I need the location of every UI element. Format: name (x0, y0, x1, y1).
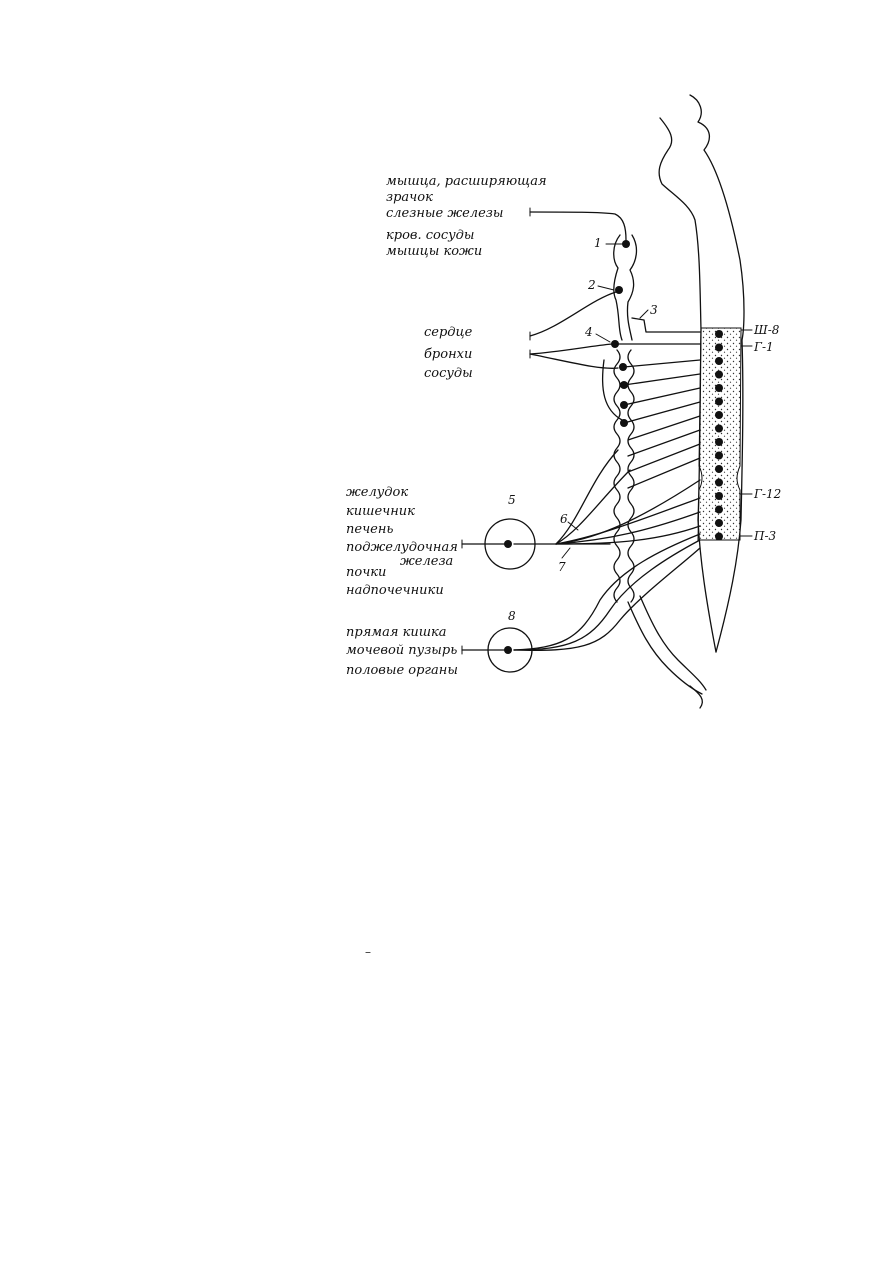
cord-segment-dot (715, 370, 723, 379)
organ-label: поджелудочная (346, 540, 458, 555)
cord-segment-dot (715, 519, 723, 527)
ganglion-number: 4 (584, 325, 593, 339)
preganglionic-fiber (623, 373, 701, 386)
ganglion-numbers: 1 2 3 4 5 6 7 8 (508, 236, 658, 623)
organ-label: сосуды (424, 366, 473, 381)
cord-segment-dot (715, 505, 723, 514)
cord-segment-dot (715, 424, 723, 433)
organ-label: сердце (424, 325, 473, 340)
organ-label: мышцы кожи (386, 244, 482, 259)
segment-label-c8: Ш-8 (753, 323, 780, 337)
organ-label: зрачок (386, 190, 433, 205)
ganglion-number: 6 (560, 512, 568, 526)
cord-segment-dot (715, 532, 723, 541)
preganglionic-fiber (627, 457, 701, 489)
organ-label: мышца, расширяющая (386, 174, 547, 189)
upper-fibers (529, 211, 701, 421)
preganglionic-fiber (623, 359, 701, 368)
preganglionic-fibers (623, 359, 701, 489)
ganglion-number: 5 (508, 493, 516, 507)
abdominal-ganglion (461, 449, 701, 570)
organ-label: мочевой пузырь (346, 643, 457, 658)
organ-labels: мышца, расширяющая зрачок слезные железы… (346, 174, 547, 678)
preganglionic-fiber (623, 387, 701, 406)
ganglion-number: 7 (558, 560, 566, 574)
organ-label: желудок (346, 485, 408, 500)
organ-label: прямая кишка (346, 625, 447, 640)
ganglion-number: 1 (594, 236, 602, 250)
segment-label-l3: П-3 (753, 529, 777, 543)
organ-label: половые органы (346, 663, 458, 678)
segment-ticks (561, 243, 753, 559)
segment-label-t1: Г-1 (753, 340, 774, 354)
organ-label: кров. сосуды (386, 228, 475, 243)
cord-segment-dot (715, 357, 723, 365)
cord-segment-dot (715, 451, 723, 460)
preganglionic-fiber (627, 443, 701, 473)
nerve-terminals (461, 207, 531, 655)
cord-segment-dot (715, 478, 723, 487)
cord-segment-dot (715, 465, 723, 473)
preganglionic-fiber (627, 415, 701, 441)
cord-segment-dot (715, 397, 723, 406)
segment-label-t12: Г-12 (753, 487, 781, 501)
organ-label: кишечник (346, 504, 415, 519)
ganglion-number: 2 (587, 278, 596, 292)
organ-label: печень (346, 522, 394, 537)
cord-segment-dot (715, 384, 723, 392)
organ-label: бронхи (424, 347, 472, 362)
organ-label: железа (400, 554, 453, 569)
cord-segment-dot (715, 411, 723, 419)
preganglionic-fiber (623, 401, 701, 424)
preganglionic-fiber (627, 429, 701, 457)
organ-label: слезные железы (386, 206, 503, 221)
organ-label: почки (346, 565, 386, 580)
page-mark: – (365, 945, 371, 959)
ganglion-number: 8 (508, 609, 516, 623)
organ-label: надпочечники (346, 583, 444, 598)
cord-segment-dot (715, 330, 723, 338)
pelvic-ganglion (461, 533, 701, 673)
cord-segment-dot (715, 438, 723, 446)
spinal-cord-segments (697, 327, 742, 541)
segment-labels: Ш-8 Г-1 Г-12 П-3 (753, 323, 781, 543)
sympathetic-trunk (613, 234, 707, 709)
cord-segment-dot (715, 343, 723, 352)
ganglion-number: 3 (650, 303, 658, 317)
cord-segment-dot (715, 492, 723, 500)
